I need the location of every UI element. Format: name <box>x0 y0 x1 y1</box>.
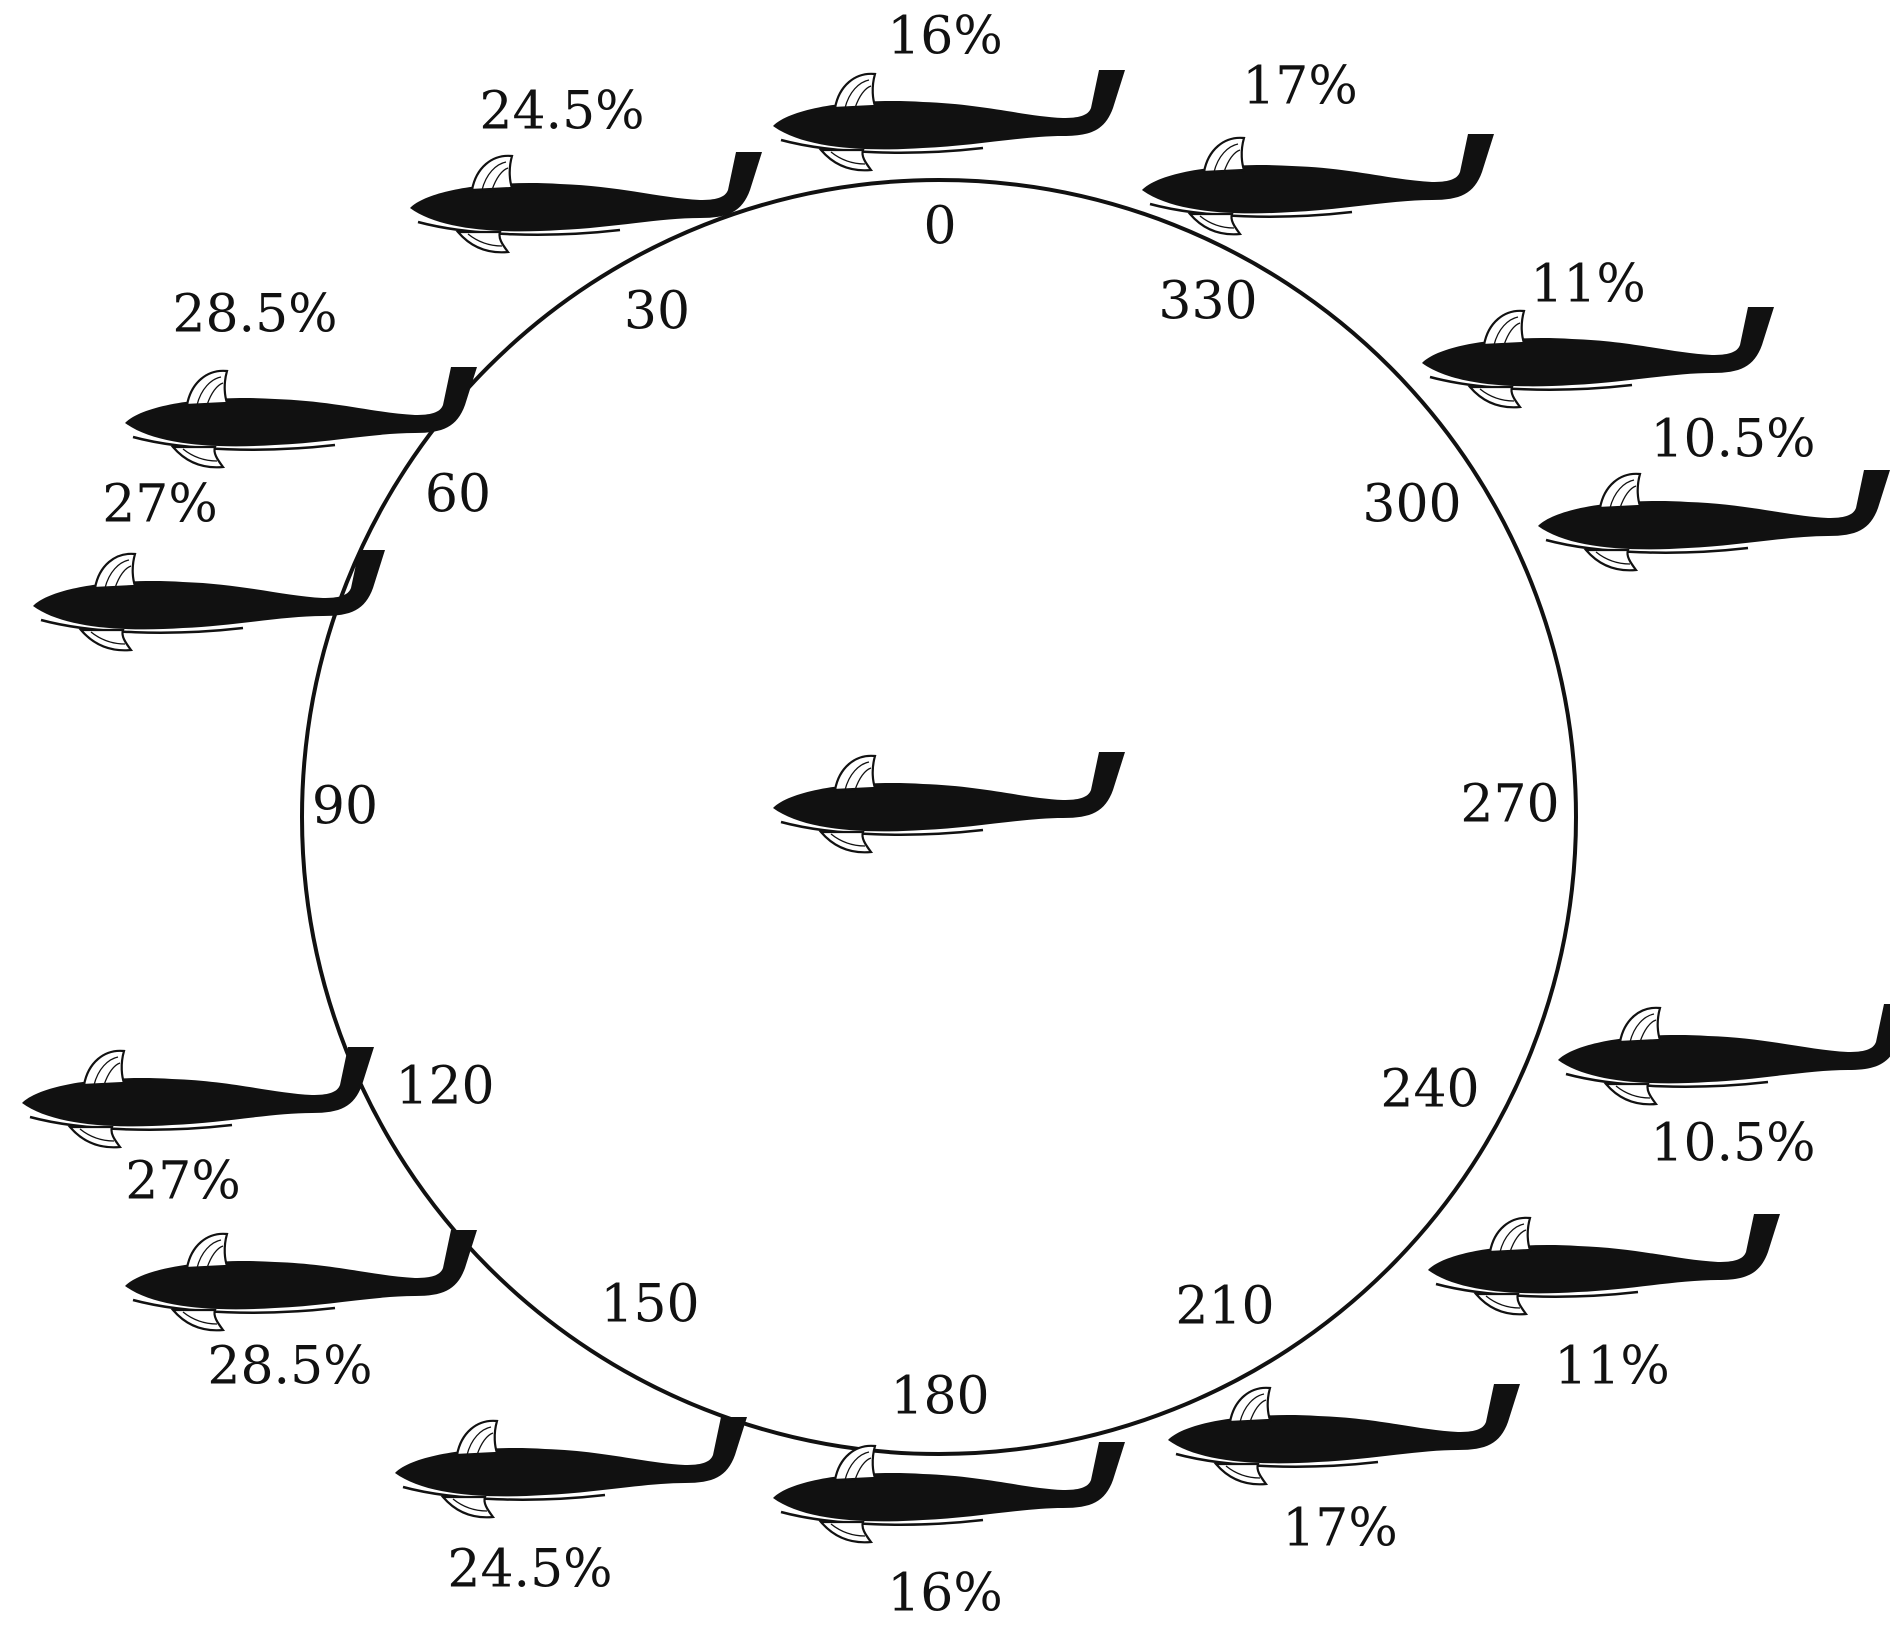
fish-icon <box>771 1440 1127 1544</box>
fish-icon <box>1426 1212 1782 1316</box>
fish-icon <box>1140 132 1496 236</box>
percent-label: 11% <box>1554 1337 1670 1397</box>
angle-label-90: 90 <box>312 777 378 837</box>
angle-label-330: 330 <box>1158 272 1257 332</box>
angle-label-240: 240 <box>1380 1060 1479 1120</box>
orientation-circle <box>300 178 1578 1456</box>
fish-icon <box>393 1415 749 1519</box>
angle-label-180: 180 <box>890 1367 989 1427</box>
angle-labels: 0 30 60 90 120 150 180 210 240 270 300 3… <box>312 197 1560 1427</box>
fish-icon <box>20 1045 376 1149</box>
percent-label: 27% <box>102 475 218 535</box>
angle-label-60: 60 <box>425 465 491 525</box>
fish-icon <box>123 1228 479 1332</box>
angle-label-270: 270 <box>1460 775 1559 835</box>
percent-label: 16% <box>887 7 1003 67</box>
fish-icon <box>123 365 479 469</box>
fish-icon <box>408 150 764 254</box>
fish-icon <box>1556 1002 1890 1106</box>
angle-label-120: 120 <box>395 1057 494 1117</box>
angle-label-30: 30 <box>624 282 690 342</box>
percent-label: 24.5% <box>479 82 644 142</box>
fish-icon <box>771 750 1127 854</box>
fish-icon <box>31 548 387 652</box>
angle-label-300: 300 <box>1362 475 1461 535</box>
percent-label: 28.5% <box>172 285 337 345</box>
angle-label-0: 0 <box>923 197 956 257</box>
fish-icon <box>1166 1382 1522 1486</box>
percent-label: 27% <box>125 1152 241 1212</box>
fish-icon <box>1420 305 1776 409</box>
percent-label: 16% <box>887 1564 1003 1624</box>
percent-label: 17% <box>1282 1499 1398 1559</box>
percent-label: 10.5% <box>1650 410 1815 470</box>
percent-label: 11% <box>1530 255 1646 315</box>
center-fish <box>771 750 1127 854</box>
percent-label: 24.5% <box>447 1540 612 1600</box>
percent-labels: 16% 24.5% 28.5% 27% 27% 28.5% 24.5% 16% … <box>102 7 1815 1624</box>
fish-icon <box>771 68 1127 172</box>
fish-icon <box>1536 468 1890 572</box>
angle-label-210: 210 <box>1175 1277 1274 1337</box>
percent-label: 10.5% <box>1650 1114 1815 1174</box>
angle-label-150: 150 <box>600 1275 699 1335</box>
percent-label: 28.5% <box>207 1337 372 1397</box>
percent-label: 17% <box>1242 57 1358 117</box>
